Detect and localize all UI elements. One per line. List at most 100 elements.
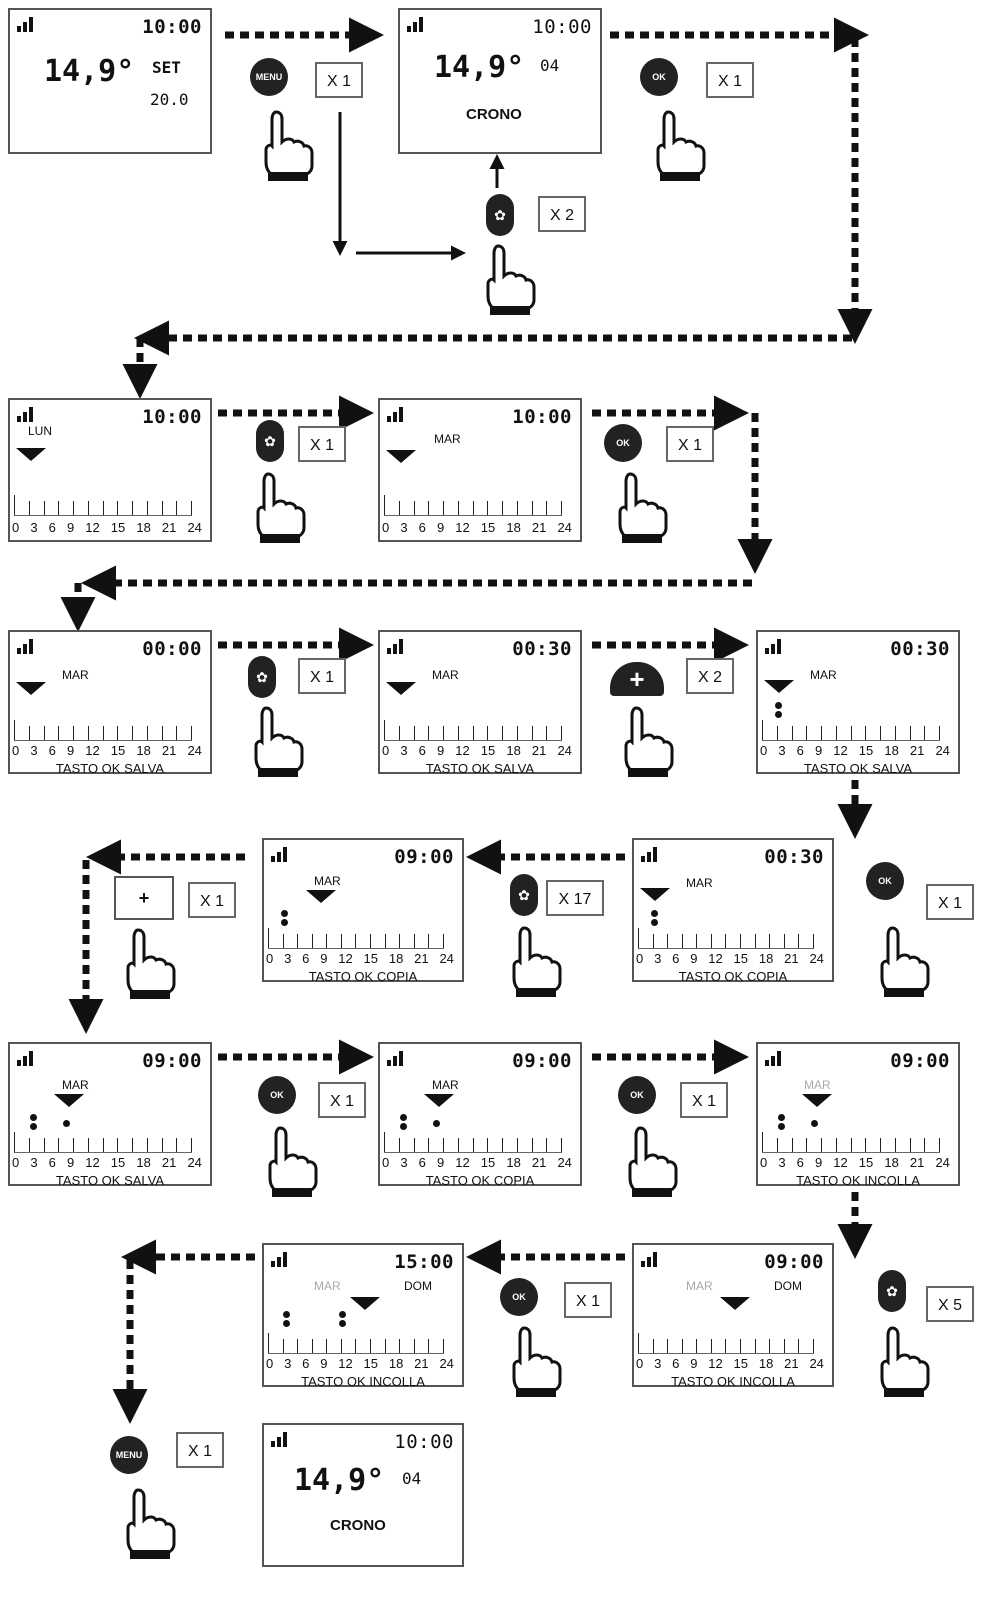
tick-label: 0 — [266, 951, 274, 966]
day-label: MAR — [434, 432, 461, 446]
cursor-marker — [764, 680, 794, 693]
tick-label: 6 — [796, 1155, 804, 1170]
signal-icon — [17, 17, 33, 32]
tick-label: 6 — [672, 951, 680, 966]
clock-time: 09:00 — [142, 1050, 202, 1072]
hint-text: TASTO OK INCOLLA — [796, 1173, 920, 1188]
day-label: LUN — [28, 424, 53, 438]
press-count: X 1 — [564, 1282, 612, 1318]
menu-button[interactable]: MENU — [250, 58, 288, 96]
ok-button[interactable]: OK — [640, 58, 678, 96]
ok-button[interactable]: OK — [604, 424, 642, 462]
hint-text: TASTO OK SALVA — [55, 1173, 165, 1188]
fan-button[interactable]: ✿ — [256, 420, 284, 462]
program-dot — [651, 910, 658, 917]
plus-button[interactable]: + — [114, 876, 174, 920]
ok-button[interactable]: OK — [500, 1278, 538, 1316]
hint-text: TASTO OK INCOLLA — [671, 1374, 795, 1389]
pointing-hand-icon — [512, 926, 562, 997]
clock-time: 00:30 — [512, 638, 572, 660]
display-screen: 10:00 14,9° 04 CRONO — [398, 8, 602, 154]
tick-label: 3 — [400, 1155, 408, 1170]
signal-icon — [271, 847, 287, 862]
tick-label: 21 — [414, 951, 429, 966]
clock-time: 09:00 — [512, 1050, 572, 1072]
tick-label: 12 — [455, 1155, 470, 1170]
program-dot — [400, 1114, 407, 1121]
clock-time: 10:00 — [394, 1431, 454, 1453]
press-count: X 1 — [680, 1082, 728, 1118]
timeline-ticks — [384, 495, 562, 516]
tick-label: 12 — [455, 520, 470, 535]
ok-button[interactable]: OK — [618, 1076, 656, 1114]
program-dot — [778, 1123, 785, 1130]
tick-label: 24 — [557, 743, 572, 758]
plus-button[interactable]: + — [610, 662, 664, 696]
tick-label: 15 — [363, 951, 379, 966]
set-value: 20.0 — [150, 90, 189, 109]
signal-icon — [407, 17, 423, 32]
day-label: MAR — [314, 1279, 341, 1293]
timeline-ticks — [14, 495, 192, 516]
tick-label: 6 — [796, 743, 804, 758]
day-label: MAR — [432, 668, 459, 682]
tick-label: 3 — [654, 951, 662, 966]
tick-label: 3 — [30, 743, 38, 758]
tick-label: 3 — [30, 1155, 38, 1170]
signal-icon — [387, 1051, 403, 1066]
pointing-hand-icon — [126, 1488, 176, 1559]
tick-label: 12 — [708, 1356, 723, 1371]
press-count: X 2 — [538, 196, 586, 232]
day-label: MAR — [686, 876, 713, 890]
day-label-target: DOM — [774, 1279, 802, 1293]
hint-text: TASTO OK INCOLLA — [301, 1374, 425, 1389]
tick-label: 18 — [506, 743, 521, 758]
tick-label: 9 — [66, 1155, 75, 1170]
fan-button[interactable]: ✿ — [248, 656, 276, 698]
signal-icon — [271, 1432, 287, 1447]
tick-label: 3 — [654, 1356, 662, 1371]
pointing-hand-icon — [486, 244, 536, 315]
tick-label: 12 — [455, 743, 470, 758]
tick-label: 24 — [439, 951, 454, 966]
menu-button[interactable]: MENU — [110, 1436, 148, 1474]
fan-button[interactable]: ✿ — [486, 194, 514, 236]
tick-label: 12 — [85, 743, 100, 758]
cursor-marker — [54, 1094, 84, 1107]
tick-label: 3 — [284, 1356, 292, 1371]
tick-label: 21 — [161, 1155, 177, 1170]
display-screen: 10:00 14,9° SET 20.0 — [8, 8, 212, 154]
signal-icon — [387, 407, 403, 422]
ok-button[interactable]: OK — [866, 862, 904, 900]
program-dot — [281, 919, 288, 926]
tick-label: 21 — [161, 520, 177, 535]
tick-label: 21 — [531, 743, 547, 758]
tick-label: 24 — [187, 1155, 202, 1170]
tick-label: 15 — [480, 743, 496, 758]
tick-label: 18 — [506, 1155, 521, 1170]
timeline-ticks — [384, 720, 562, 741]
cursor-marker — [424, 1094, 454, 1107]
program-dot — [811, 1120, 818, 1127]
tick-label: 9 — [320, 1356, 328, 1371]
tick-label: 6 — [418, 1155, 426, 1170]
tick-label: 12 — [85, 1155, 100, 1170]
press-count: X 1 — [706, 62, 754, 98]
signal-icon — [271, 1252, 287, 1267]
tick-label: 12 — [708, 951, 723, 966]
press-count: X 1 — [298, 426, 346, 462]
tick-label: 0 — [382, 520, 390, 535]
fan-button[interactable]: ✿ — [510, 874, 538, 916]
program-dot — [339, 1311, 346, 1318]
tick-label: 6 — [672, 1356, 680, 1371]
tick-label: 12 — [338, 951, 353, 966]
press-count: X 1 — [315, 62, 363, 98]
tick-label: 15 — [110, 520, 126, 535]
ok-button[interactable]: OK — [258, 1076, 296, 1114]
press-count: X 1 — [298, 658, 346, 694]
fan-button[interactable]: ✿ — [878, 1270, 906, 1312]
